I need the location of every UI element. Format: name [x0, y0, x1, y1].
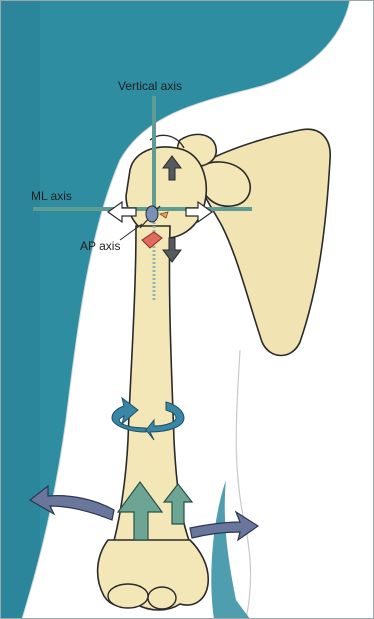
vertical-axis-label: Vertical axis [118, 80, 182, 92]
humeral-head [126, 147, 206, 238]
ap-axis-label: AP axis [80, 240, 120, 252]
ap-axis-marker [146, 206, 158, 222]
background-shade-left [0, 0, 40, 619]
trochlea [108, 584, 148, 608]
ml-axis-label: ML axis [31, 190, 72, 202]
capitulum [148, 587, 176, 609]
